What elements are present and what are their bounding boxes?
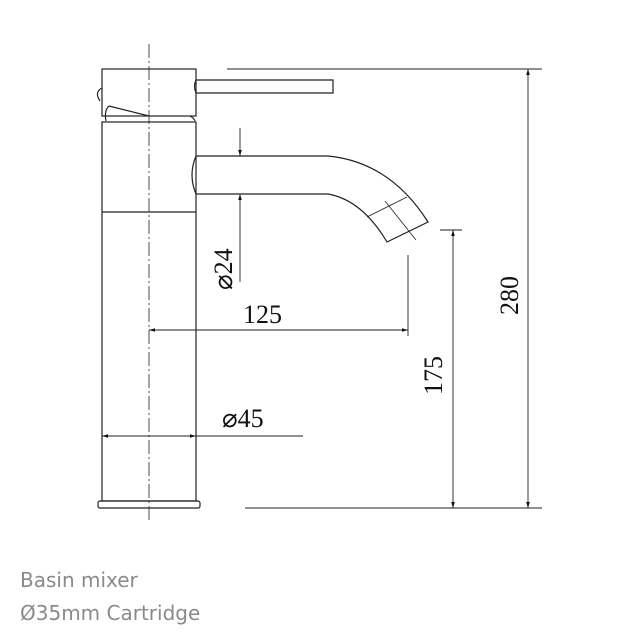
spout-diameter-label: ⌀24 <box>209 248 238 290</box>
cap-knob <box>96 87 103 102</box>
cartridge-spec: Ø35mm Cartridge <box>20 601 201 625</box>
base-plate <box>97 500 201 509</box>
body-diameter-label: ⌀45 <box>222 404 264 433</box>
product-name: Basin mixer <box>20 568 138 592</box>
spout <box>191 155 429 243</box>
spout-height-label: 175 <box>419 356 448 395</box>
lever-handle <box>193 79 334 94</box>
reach-label: 125 <box>243 300 282 329</box>
total-height-label: 280 <box>495 276 524 315</box>
